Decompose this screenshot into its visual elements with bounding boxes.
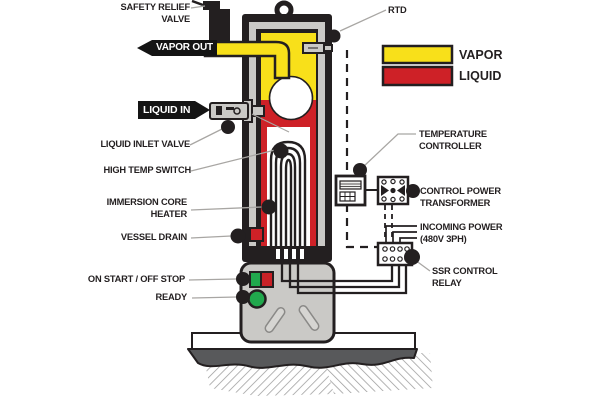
liquid-inlet-valve-dot [221, 120, 235, 134]
vent-slot [298, 305, 320, 331]
legend-liquid-swatch [381, 65, 454, 87]
ready-lamp [247, 289, 267, 309]
leader-dots [221, 29, 420, 304]
label-high-temp-switch: HIGH TEMP SWITCH [103, 165, 191, 175]
label-ready: READY [155, 292, 187, 302]
temperature-controller-dot [353, 163, 367, 177]
control-power-transformer-box [376, 175, 410, 206]
liquid-in-arrow-label: LIQUID IN [138, 101, 211, 119]
immersion-core-heater-dot [261, 199, 277, 215]
control-box [239, 261, 336, 344]
heater-chamber [267, 127, 310, 246]
label-ssr-control-relay: SSR CONTROL RELAY [432, 266, 498, 288]
vapor-out-arrow-label: VAPOR OUT [137, 40, 217, 56]
start-button [249, 271, 262, 288]
ssr-dot [404, 249, 420, 265]
legend-vapor-label: VAPOR [459, 48, 503, 62]
rtd-dot [327, 29, 341, 43]
start-stop-dot [236, 272, 250, 286]
label-liquid-inlet-valve: LIQUID INLET VALVE [100, 139, 190, 149]
float-ball [268, 75, 314, 121]
transformer-dot [406, 184, 420, 198]
label-rtd: RTD [388, 5, 407, 15]
safety-relief-valve-fitting [191, 0, 230, 42]
label-immersion-core-heater: IMMERSION CORE HEATER [106, 197, 188, 219]
ground-slab [187, 348, 418, 369]
label-incoming-power: INCOMING POWER (480V 3PH) [420, 222, 503, 244]
immersion-heater-tubes [269, 140, 307, 246]
legend-vapor-swatch [381, 44, 454, 65]
rtd-probe [302, 42, 333, 54]
temperature-controller-box [334, 174, 367, 207]
high-temp-switch-dot [273, 143, 289, 159]
label-safety-relief-valve: SAFETY RELIEF VALVE [120, 2, 190, 24]
liquid-inlet-valve-fitting [209, 99, 265, 123]
rtd-signal-dashed-line [345, 50, 393, 249]
label-temperature-controller: TEMPERATURE CONTROLLER [419, 129, 487, 151]
vent-slot [264, 307, 286, 333]
legend-liquid-label: LIQUID [459, 69, 502, 83]
vessel-drain-port [249, 227, 264, 242]
vessel-drain-dot [230, 228, 246, 244]
vapor-out-pipe [203, 40, 291, 80]
power-wiring [280, 189, 417, 295]
label-vessel-drain: VESSEL DRAIN [120, 232, 187, 242]
ready-dot [236, 290, 250, 304]
label-on-start-off-stop: ON START / OFF STOP [87, 274, 185, 284]
stop-button [260, 271, 274, 288]
heater-terminals [276, 249, 304, 259]
vaporizer-vessel [191, 0, 333, 262]
label-control-power-transformer: CONTROL POWER TRANSFORMER [420, 186, 501, 208]
